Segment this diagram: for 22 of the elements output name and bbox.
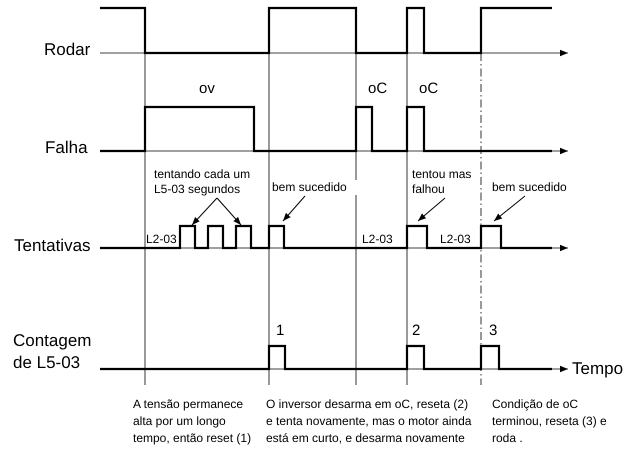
signal-label: Falha [45, 138, 88, 158]
leader-line [494, 196, 526, 222]
note-text: Condição de oC terminou, reseta (3) e roda . [492, 396, 608, 447]
leader-line [282, 196, 306, 222]
leader-line [418, 198, 446, 222]
signal-label: Contagem de L5-03 [13, 330, 92, 374]
fault-code: oC [419, 80, 438, 98]
count-number: 1 [276, 322, 284, 340]
parameter-label: L2-03 [440, 232, 471, 246]
leader-line [192, 198, 218, 226]
note-text: A tensão permanece alta por um longo tempo, então reset (1) [133, 396, 252, 447]
leader-line [216, 198, 242, 226]
fault-code: oC [368, 80, 388, 98]
axis-label: Tempo [572, 359, 624, 380]
signal-label: Rodar [44, 40, 90, 60]
signal-label: Tentativas [14, 236, 91, 256]
note-text: O inversor desarma em oC, reseta (2) e tenta novamente, mas o motor ainda está em curto, e desarma novamente [266, 396, 472, 447]
parameter-label: L2-03 [362, 232, 393, 246]
parameter-label: L2-03 [146, 232, 177, 246]
fault-code: ov [199, 80, 215, 98]
count-number: 3 [489, 322, 498, 340]
count-number: 2 [412, 322, 420, 340]
